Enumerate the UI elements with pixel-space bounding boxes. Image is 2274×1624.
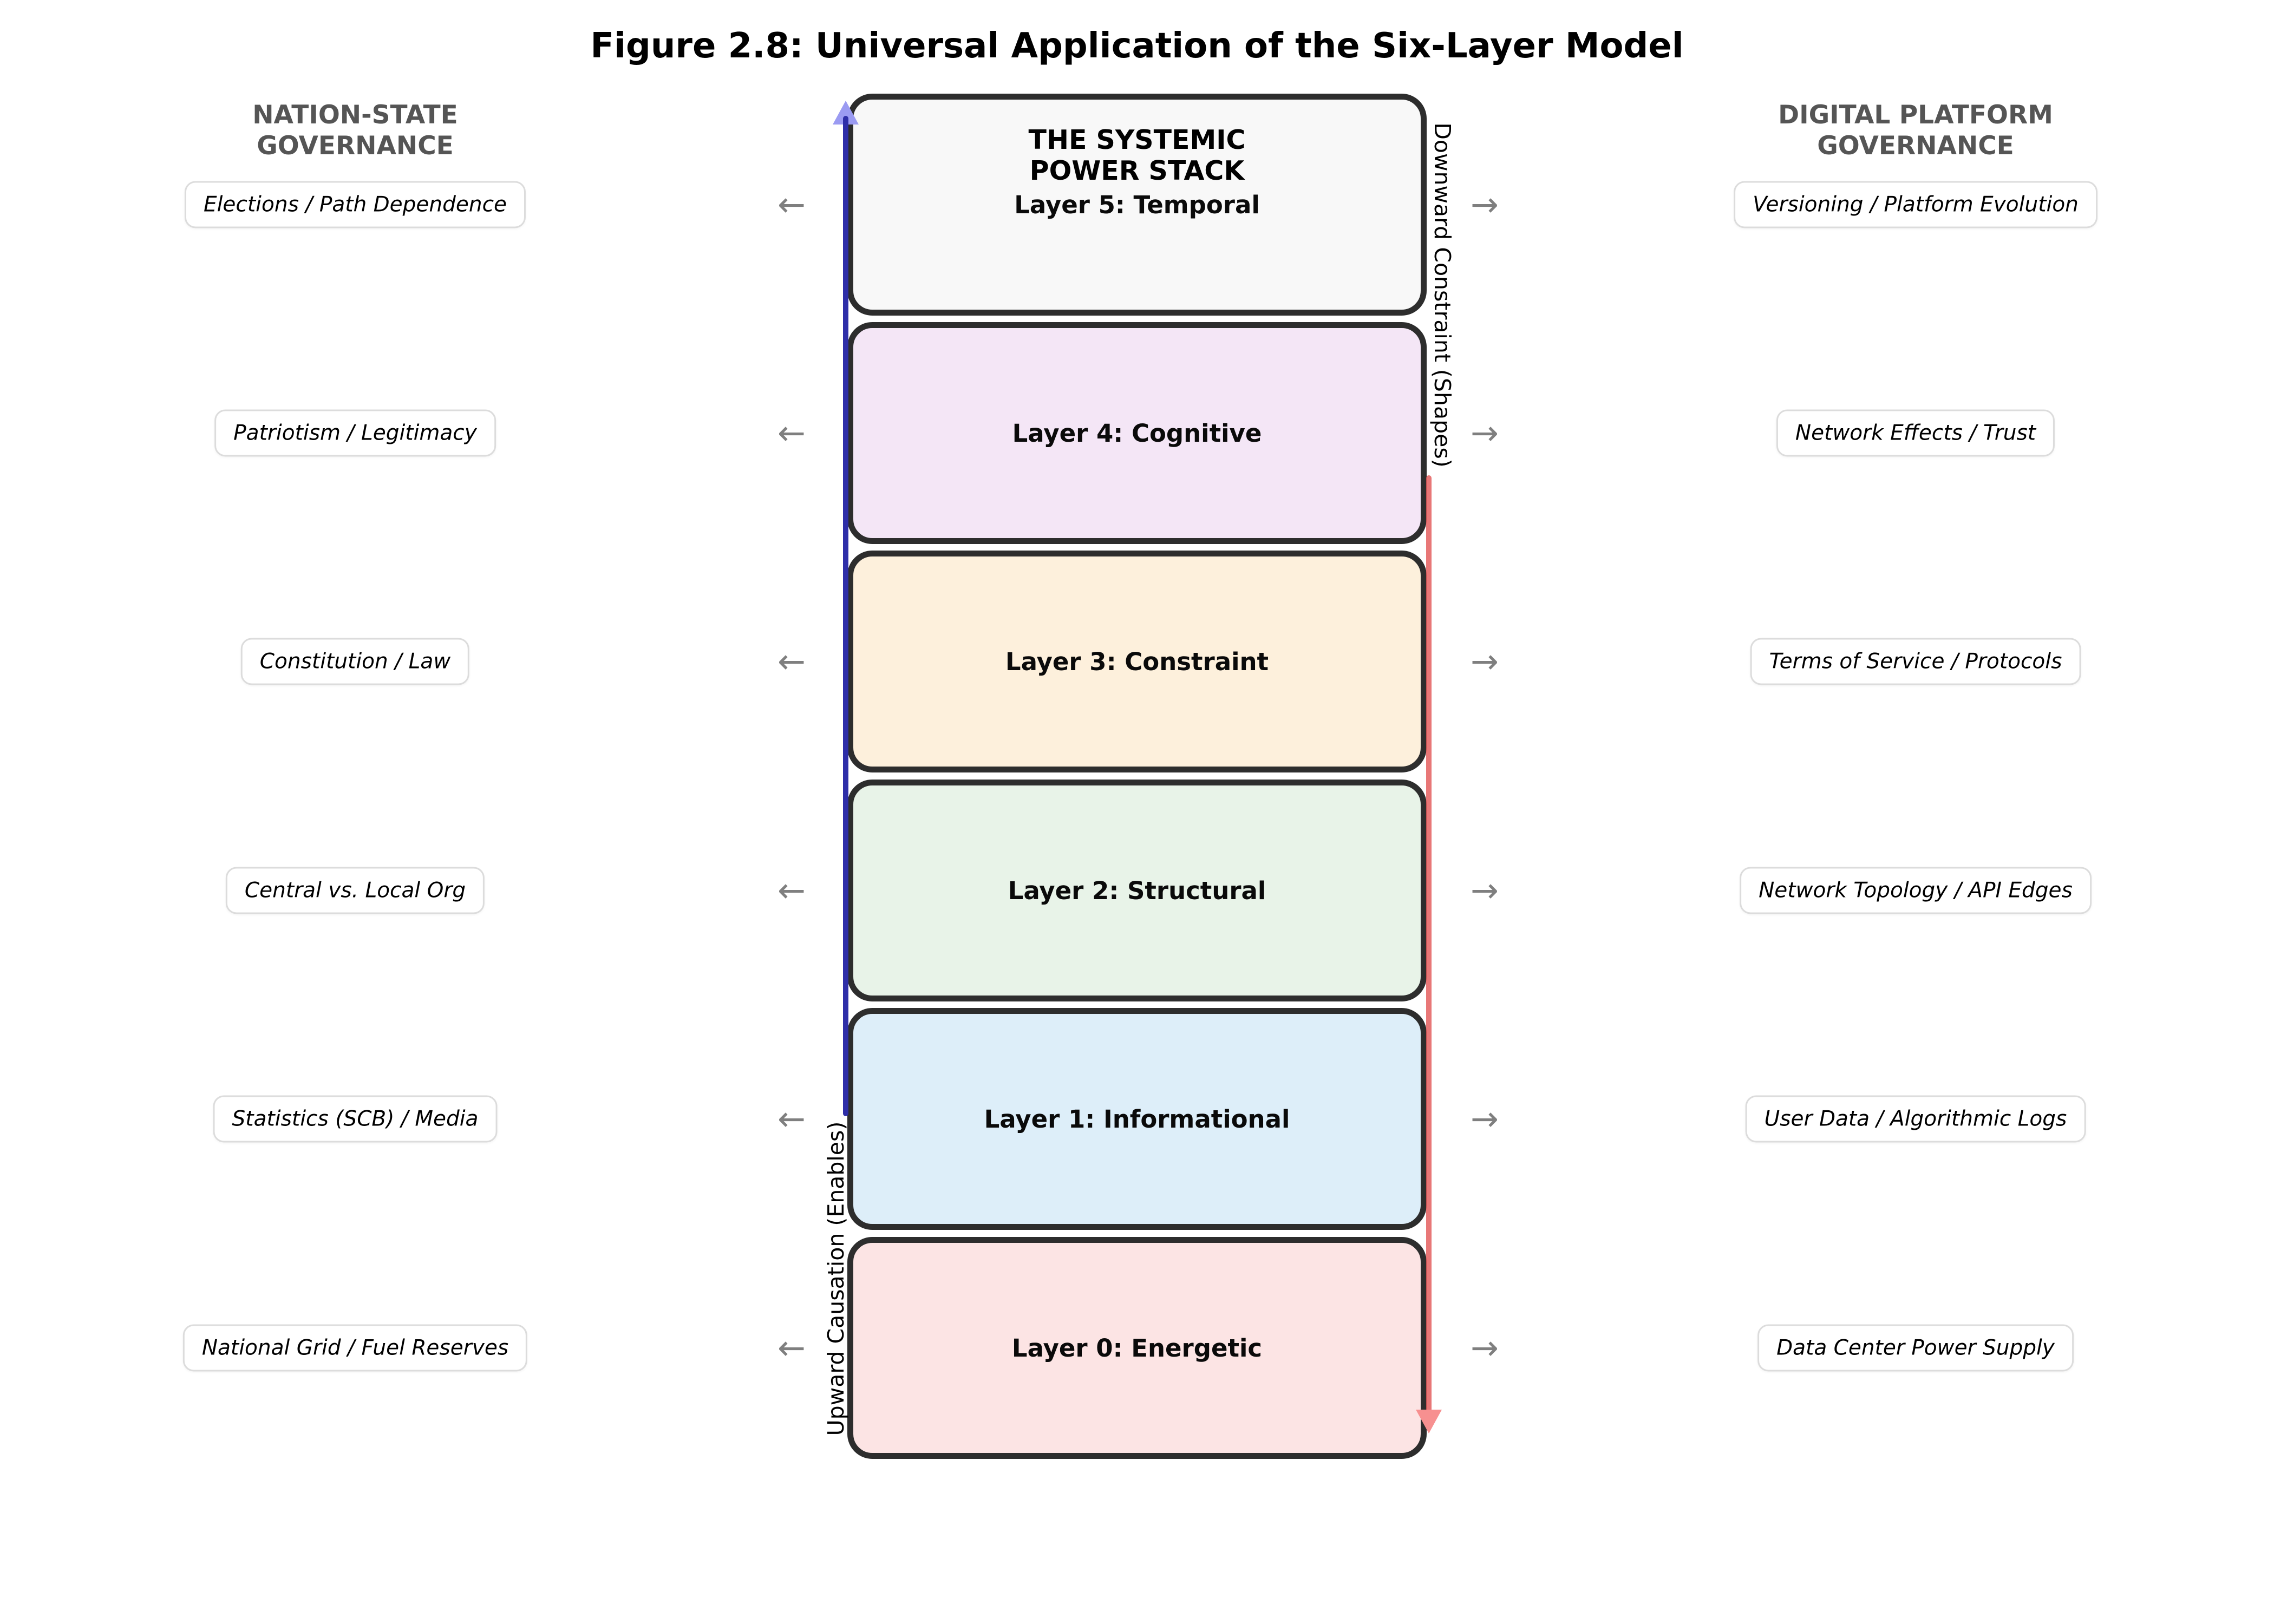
left-label-constitution: Constitution / Law [240, 638, 470, 685]
layer-box-1: Layer 1: Informational [847, 1008, 1427, 1230]
downward-constraint-label: Downward Constraint (Shapes) [1429, 122, 1455, 468]
figure-title: Figure 2.8: Universal Application of the… [590, 26, 1684, 66]
right-label-topology: Network Topology / API Edges [1740, 867, 2092, 914]
stack-heading-line2: POWER STACK [1029, 155, 1245, 187]
layer-label-2: Layer 2: Structural [1008, 876, 1266, 905]
left-label-central-local: Central vs. Local Org [225, 867, 485, 914]
left-arrow-icon: ← [777, 185, 806, 224]
left-label-patriotism: Patriotism / Legitimacy [214, 409, 496, 457]
right-arrow-icon: → [1471, 870, 1499, 910]
right-column-header-line1: DIGITAL PLATFORM [1778, 100, 2053, 130]
left-arrow-icon: ← [777, 870, 806, 910]
right-arrow-icon: → [1471, 1328, 1499, 1367]
layer-label-0: Layer 0: Energetic [1011, 1333, 1263, 1363]
left-arrow-icon: ← [777, 641, 806, 681]
left-column-header-line2: GOVERNANCE [257, 131, 454, 161]
left-arrow-icon: ← [777, 413, 806, 453]
right-arrow-icon: → [1471, 1099, 1499, 1138]
layer-box-3: Layer 3: Constraint [847, 551, 1427, 772]
layer-box-5: Layer 5: Temporal [847, 94, 1427, 316]
stack-heading: THE SYSTEMIC POWER STACK [847, 125, 1427, 187]
right-label-tos: Terms of Service / Protocols [1750, 638, 2081, 685]
layer-label-1: Layer 1: Informational [984, 1104, 1290, 1134]
left-column-header: NATION-STATE GOVERNANCE [112, 100, 599, 162]
layer-label-4: Layer 4: Cognitive [1012, 418, 1262, 448]
upward-causation-label: Upward Causation (Enables) [823, 1121, 849, 1436]
layer-box-0: Layer 0: Energetic [847, 1237, 1427, 1459]
right-column-header: DIGITAL PLATFORM GOVERNANCE [1672, 100, 2159, 162]
layer-box-2: Layer 2: Structural [847, 780, 1427, 1001]
right-arrow-icon: → [1471, 641, 1499, 681]
upward-causation-arrow-line [843, 116, 848, 1116]
left-arrow-icon: ← [777, 1099, 806, 1138]
right-arrow-icon: → [1471, 185, 1499, 224]
right-arrow-icon: → [1471, 413, 1499, 453]
right-column-header-line2: GOVERNANCE [1817, 131, 2014, 161]
downward-constraint-arrow-line [1426, 475, 1432, 1414]
layer-label-3: Layer 3: Constraint [1005, 647, 1269, 676]
downward-constraint-arrowhead-icon [1416, 1410, 1442, 1433]
layer-box-4: Layer 4: Cognitive [847, 322, 1427, 544]
left-arrow-icon: ← [777, 1328, 806, 1367]
right-label-datacenter: Data Center Power Supply [1757, 1324, 2074, 1372]
right-label-network-effects: Network Effects / Trust [1776, 409, 2055, 457]
layer-label-5: Layer 5: Temporal [1014, 190, 1260, 219]
left-label-national-grid: National Grid / Fuel Reserves [182, 1324, 528, 1372]
left-label-statistics: Statistics (SCB) / Media [213, 1095, 498, 1143]
left-label-elections: Elections / Path Dependence [184, 181, 526, 228]
right-label-versioning: Versioning / Platform Evolution [1734, 181, 2097, 228]
right-label-user-data: User Data / Algorithmic Logs [1745, 1095, 2086, 1143]
left-column-header-line1: NATION-STATE [252, 100, 458, 130]
stack-heading-line1: THE SYSTEMIC [1028, 125, 1246, 155]
